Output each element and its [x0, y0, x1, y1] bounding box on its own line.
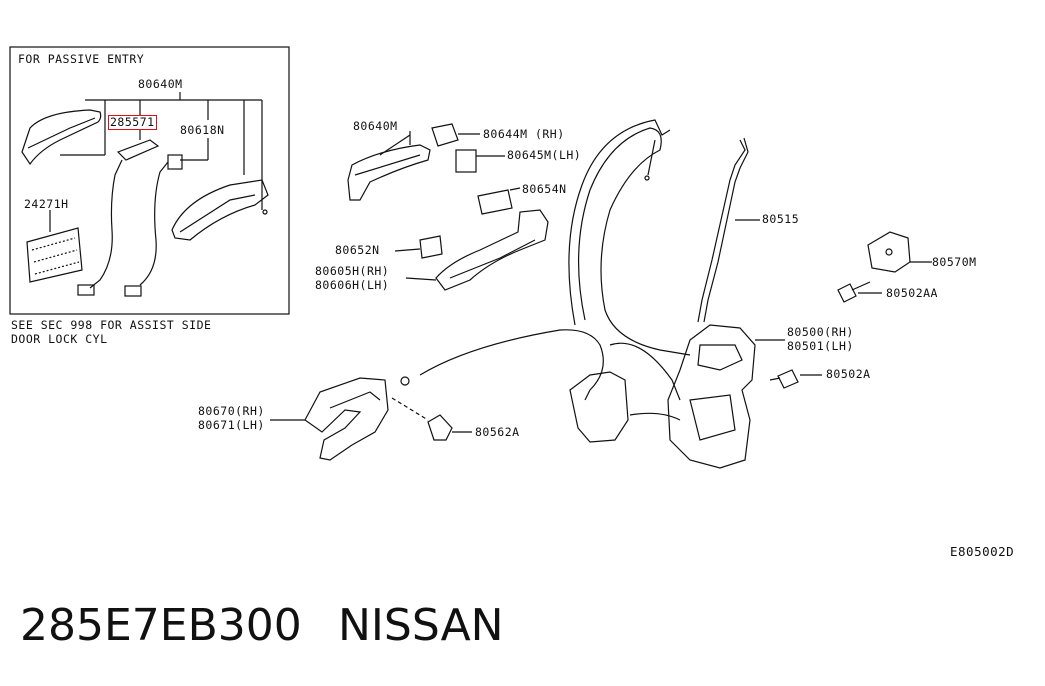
inset-sensor	[167, 154, 183, 170]
label-80654n: 80654N	[522, 182, 567, 196]
inset-handle-bracket	[171, 179, 269, 241]
handle-80640m	[347, 144, 431, 201]
label-80671: 80671(LH)	[198, 418, 265, 432]
lock-actuator	[667, 324, 756, 469]
inset-handle-cap	[21, 109, 102, 166]
label-80670: 80670(RH)	[198, 404, 265, 418]
label-80501: 80501(LH)	[787, 339, 854, 353]
label-80652n: 80652N	[335, 243, 380, 257]
label-80640m: 80640M	[353, 119, 398, 133]
footer-part-number: 285E7EB300	[20, 600, 302, 651]
label-80502a: 80502A	[826, 367, 871, 381]
label-80640m-inset: 80640M	[138, 77, 183, 91]
label-80502aa: 80502AA	[886, 286, 938, 300]
screw-80502a	[777, 369, 799, 389]
part-80654n	[477, 189, 513, 215]
inside-handle	[304, 377, 389, 461]
diagram-code: E805002D	[950, 544, 1015, 559]
label-24271h: 24271H	[24, 197, 69, 211]
label-285571-highlighted: 285571	[108, 115, 157, 130]
label-80645m: 80645M(LH)	[507, 148, 582, 162]
inset-pad	[26, 227, 83, 283]
inside-cable	[419, 329, 604, 401]
outside-handle-frame	[435, 209, 549, 291]
label-80562a: 80562A	[475, 425, 520, 439]
label-80606h: 80606H(LH)	[315, 278, 390, 292]
inset-antenna	[116, 139, 160, 161]
cable-bracket	[569, 371, 629, 443]
cable-loop	[577, 127, 691, 356]
screw-80562a	[427, 414, 453, 441]
part-80645m	[455, 149, 477, 173]
label-80570m: 80570M	[932, 255, 977, 269]
label-80500: 80500(RH)	[787, 325, 854, 339]
inset-note-line1: SEE SEC 998 FOR ASSIST SIDE	[11, 318, 212, 332]
label-80644m: 80644M (RH)	[483, 127, 565, 141]
part-80644m	[431, 123, 459, 147]
screw-80502aa	[837, 283, 857, 303]
part-80652n	[419, 235, 443, 259]
inset-frame	[9, 46, 290, 315]
inset-note-line2: DOOR LOCK CYL	[11, 332, 108, 346]
rod-80515	[697, 139, 746, 323]
label-80605h: 80605H(RH)	[315, 264, 390, 278]
label-80515: 80515	[762, 212, 800, 226]
latch-80570m	[867, 231, 911, 273]
footer-brand: NISSAN	[338, 600, 504, 651]
inset-title: FOR PASSIVE ENTRY	[18, 52, 145, 66]
label-80618n: 80618N	[180, 123, 225, 137]
